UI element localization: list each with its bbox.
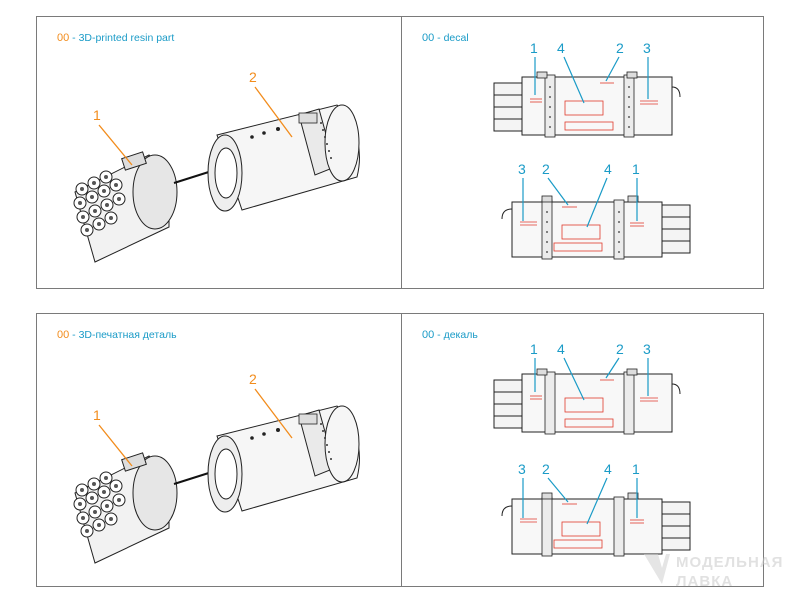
watermark-emblem-icon (644, 554, 670, 584)
caption-text: - decal (434, 32, 469, 44)
decal-callouts-upper: 1 4 2 3 (530, 40, 651, 104)
svg-text:4: 4 (604, 161, 612, 177)
svg-text:2: 2 (542, 161, 550, 177)
svg-text:3: 3 (518, 461, 526, 477)
svg-text:2: 2 (616, 341, 624, 357)
decal-panel-en: 00 - decal 1 4 (401, 16, 764, 289)
svg-text:1: 1 (93, 407, 101, 423)
svg-text:3: 3 (643, 40, 651, 56)
watermark-line2: ЛАВКА (676, 573, 733, 590)
pod-side-view-upper (493, 71, 681, 138)
svg-text:4: 4 (557, 341, 565, 357)
caption-text: - 3D-печатная деталь (69, 329, 177, 341)
decal-placement-drawing: 1 4 2 3 3 (493, 341, 691, 557)
decal-callouts-lower: 3 2 4 1 (518, 461, 640, 525)
svg-text:2: 2 (616, 40, 624, 56)
decal-callouts-upper: 1 4 2 3 (530, 341, 651, 401)
svg-text:4: 4 (604, 461, 612, 477)
panel-caption: 00 - декаль (422, 329, 478, 341)
svg-text:2: 2 (249, 69, 257, 85)
svg-text:1: 1 (530, 40, 538, 56)
rocket-pod-assembly-drawing: 1 2 (73, 371, 360, 564)
panel-caption: 00 - decal (422, 32, 469, 44)
pod-side-view-upper (493, 368, 681, 435)
callout-2: 2 (249, 69, 293, 138)
svg-text:1: 1 (530, 341, 538, 357)
pod-body-part (207, 405, 360, 513)
svg-text:2: 2 (249, 371, 257, 387)
watermark-logo: МОДЕЛЬНАЯ ЛАВКА (644, 554, 783, 590)
watermark-line1: МОДЕЛЬНАЯ (676, 554, 783, 571)
callout-1: 1 (93, 107, 133, 166)
caption-number: 00 (57, 329, 70, 341)
callout-1: 1 (93, 407, 133, 467)
caption-number: 00 (422, 32, 435, 44)
caption-text: - 3D-printed resin part (69, 32, 175, 44)
pod-side-view-lower (501, 492, 691, 557)
caption-number: 00 (57, 32, 70, 44)
svg-text:1: 1 (93, 107, 101, 123)
caption-text: - декаль (434, 329, 478, 341)
panel-caption: 00 - 3D-печатная деталь (57, 329, 177, 341)
pod-body-part (207, 104, 360, 212)
panel-caption: 00 - 3D-printed resin part (57, 32, 174, 44)
caption-number: 00 (422, 329, 435, 341)
svg-text:3: 3 (643, 341, 651, 357)
rocket-insert-part (73, 151, 178, 263)
svg-text:1: 1 (632, 161, 640, 177)
resin-part-panel-en: 00 - 3D-printed resin part (36, 16, 402, 289)
decal-placement-drawing: 1 4 2 3 (493, 40, 691, 260)
decal-panel-ru: 00 - декаль 1 4 2 3 (401, 313, 764, 587)
resin-part-panel-ru: 00 - 3D-печатная деталь (36, 313, 402, 587)
callout-2: 2 (249, 371, 293, 439)
rocket-insert-part (73, 452, 178, 564)
svg-text:4: 4 (557, 40, 565, 56)
rocket-pod-assembly-drawing: 1 2 (73, 69, 360, 263)
svg-text:1: 1 (632, 461, 640, 477)
decal-callouts-lower: 3 2 4 1 (518, 161, 640, 228)
svg-text:3: 3 (518, 161, 526, 177)
svg-text:2: 2 (542, 461, 550, 477)
